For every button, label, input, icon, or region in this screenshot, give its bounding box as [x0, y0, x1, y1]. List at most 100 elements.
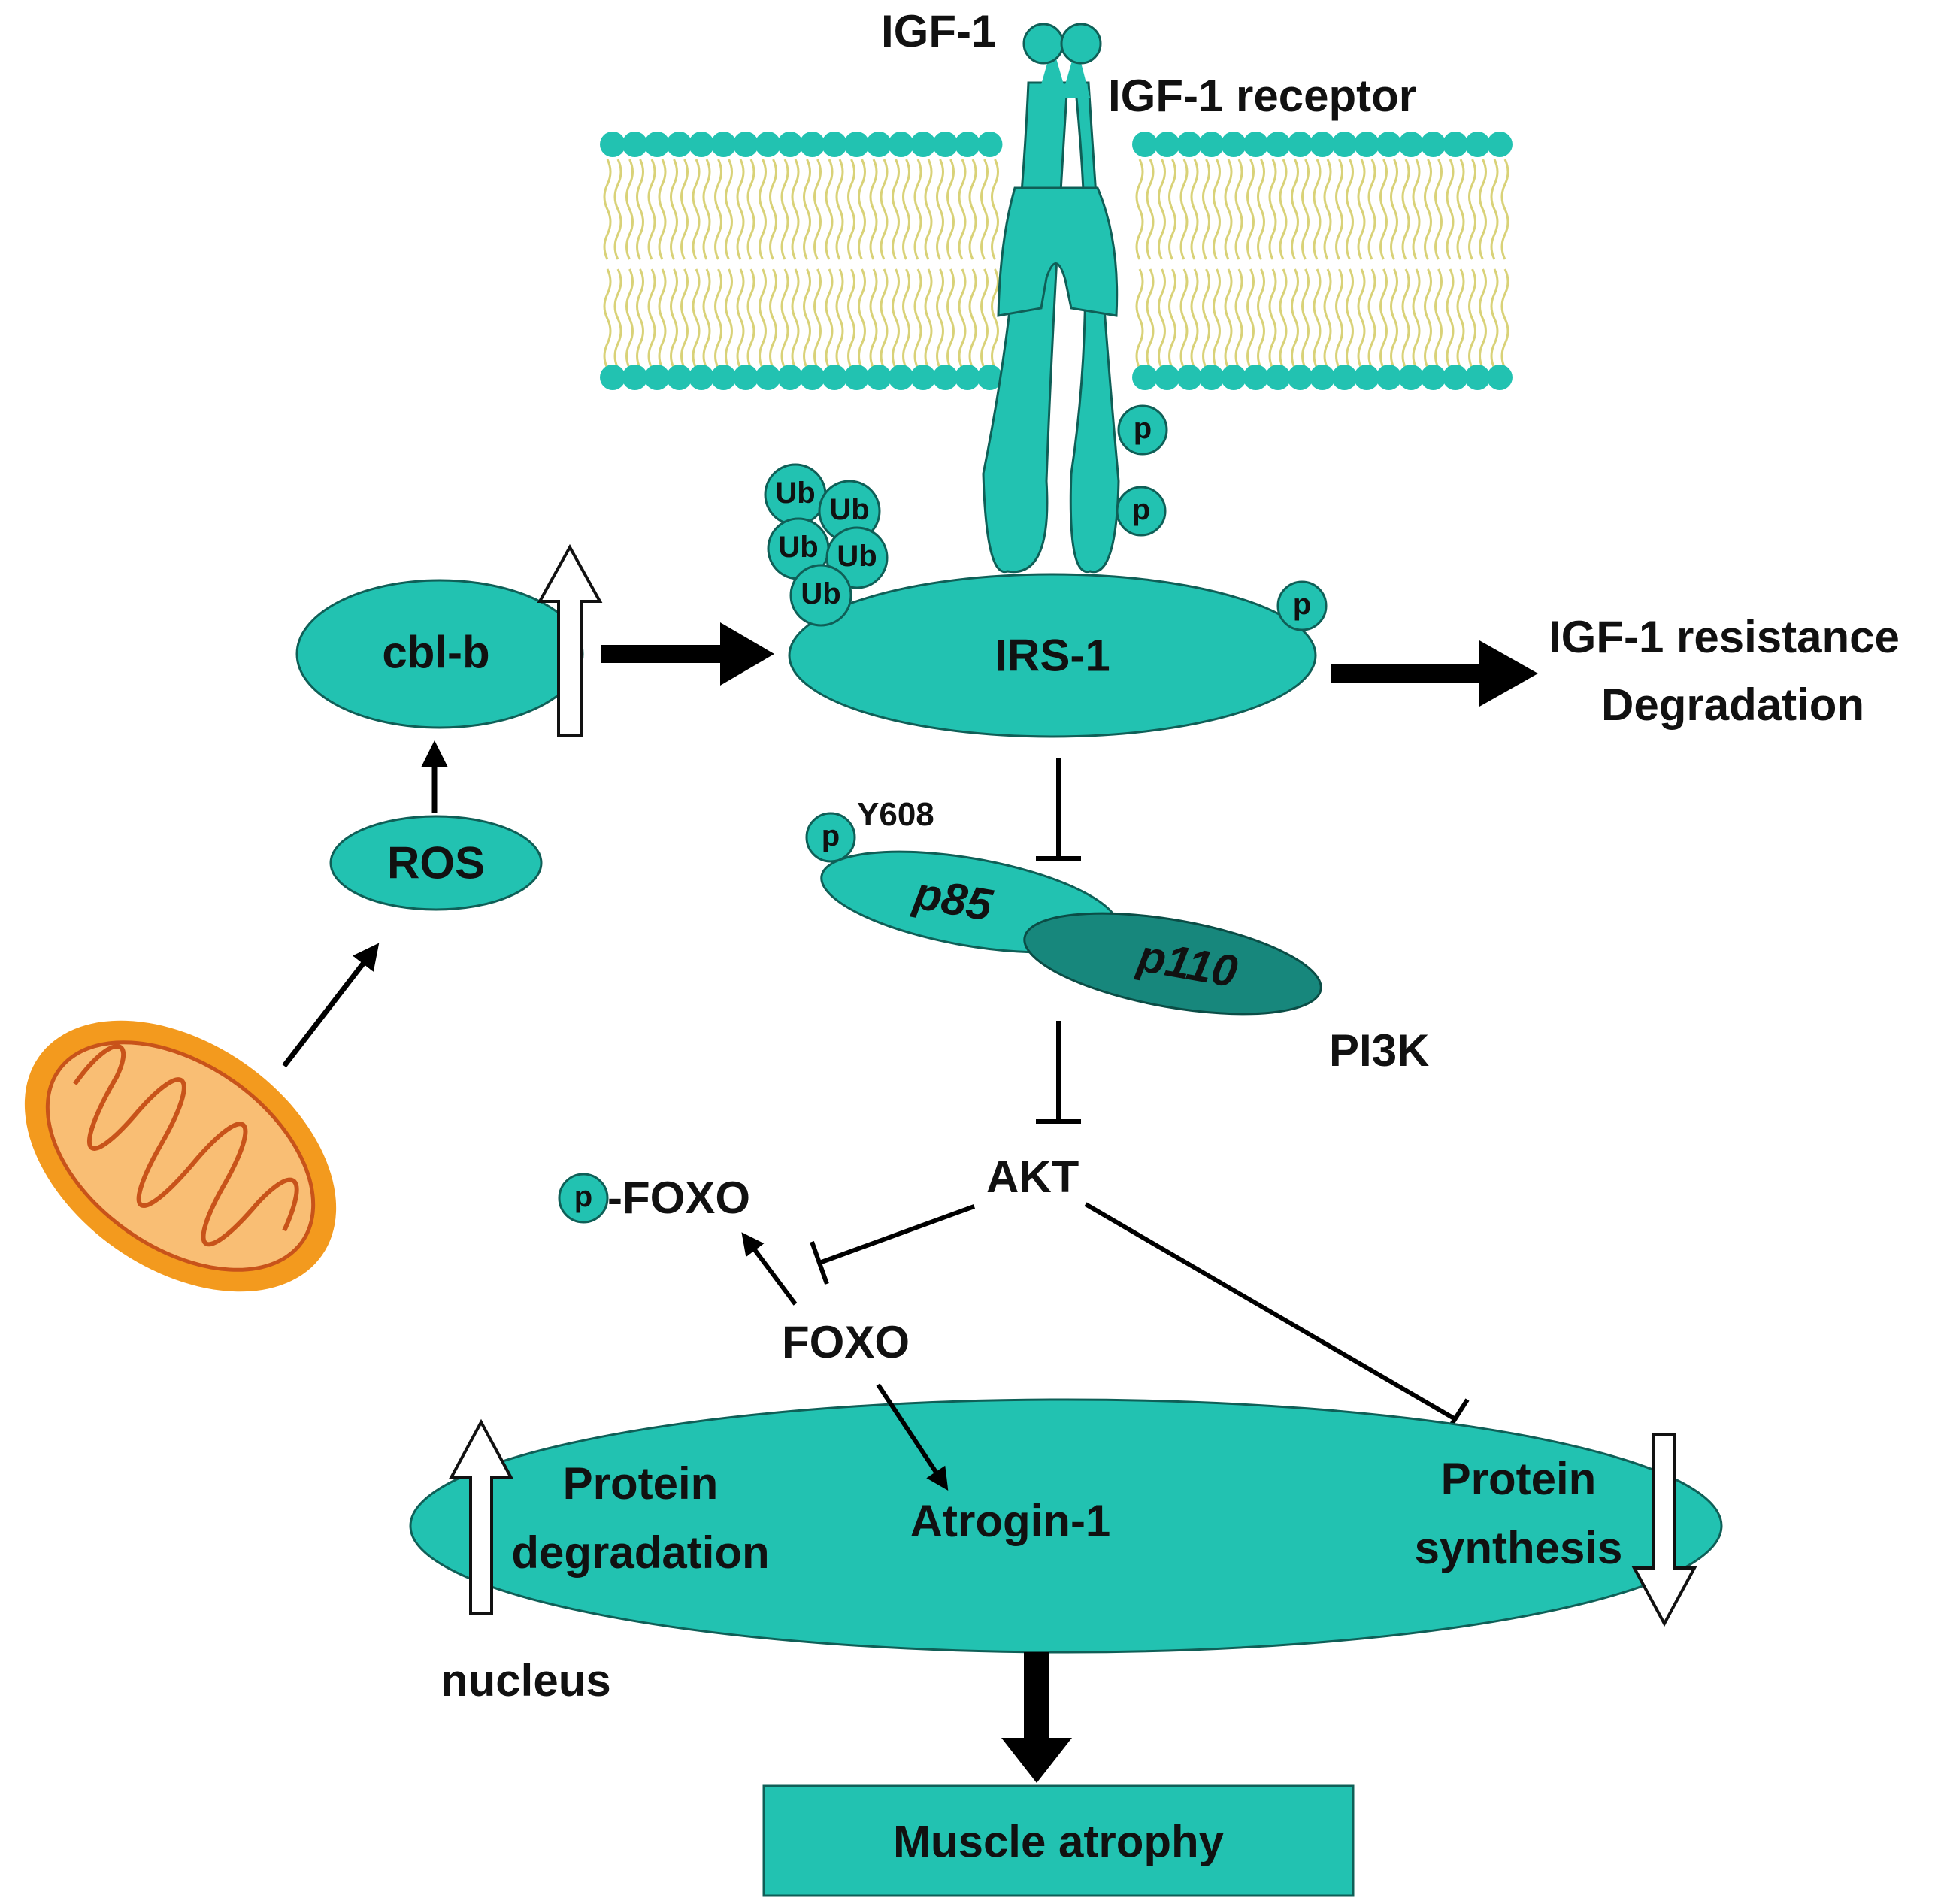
lipid-head — [822, 132, 847, 157]
lipid-tail — [858, 268, 866, 369]
lipid-tail — [1456, 159, 1465, 260]
lipid-heads-lower — [600, 365, 1513, 390]
lipid-tail — [1279, 159, 1288, 260]
lipid-tail — [1279, 268, 1288, 369]
lipid-tail — [1390, 268, 1398, 369]
igf1-resistance-label: IGF-1 resistance — [1549, 612, 1900, 662]
lipid-tail — [714, 268, 722, 369]
lipid-tail — [991, 159, 999, 260]
svg-text:p: p — [822, 819, 840, 852]
lipid-head — [644, 132, 670, 157]
lipid-tail — [1401, 159, 1410, 260]
lipid-tail — [803, 159, 811, 260]
ub-label: Ub — [775, 477, 815, 510]
lipid-head — [600, 132, 625, 157]
ros-label: ROS — [387, 838, 485, 888]
lipid-tail — [1490, 159, 1499, 260]
lipid-head — [1376, 132, 1402, 157]
lipid-tail — [1291, 159, 1299, 260]
lipid-tail — [1434, 268, 1443, 369]
lipid-tail — [1313, 268, 1322, 369]
lipid-head — [1132, 365, 1158, 390]
lipid-tail — [924, 159, 933, 260]
lipid-tail — [1367, 268, 1376, 369]
lipid-tail — [670, 268, 678, 369]
lipid-tail — [1357, 268, 1366, 369]
lipid-tail — [1146, 268, 1155, 369]
lipid-tail — [991, 268, 999, 369]
lipid-tail — [791, 159, 800, 260]
pi3k-complex: p85 p110 — [820, 850, 1322, 1016]
akt-label: AKT — [986, 1152, 1079, 1202]
lipid-tail — [1490, 268, 1499, 369]
svg-text:p: p — [574, 1180, 592, 1213]
foxo-label: FOXO — [782, 1317, 910, 1367]
ubiquitin-chain — [764, 463, 889, 627]
lipid-tail — [746, 159, 755, 260]
lipid-tail — [968, 268, 977, 369]
increase-degradation-arrow-icon — [448, 1418, 514, 1615]
lipid-head — [600, 365, 625, 390]
lipid-tail — [1479, 268, 1487, 369]
lipid-head — [866, 365, 892, 390]
lipid-tail — [1168, 159, 1176, 260]
lipid-tail — [1257, 159, 1265, 260]
lipid-tails-upper — [603, 159, 1509, 260]
lipid-tail — [1335, 159, 1343, 260]
lipid-tail — [825, 268, 834, 369]
lipid-head — [777, 365, 803, 390]
pfoxo-phospho: p — [558, 1173, 609, 1224]
lipid-head — [888, 365, 914, 390]
lipid-tail — [825, 159, 834, 260]
lipid-tail — [1158, 268, 1166, 369]
irs1-inhibits-pi3k — [1036, 758, 1081, 861]
igf1-ligand — [1022, 23, 1102, 65]
lipid-tail — [670, 159, 678, 260]
lipid-head — [932, 132, 958, 157]
lipid-tail — [892, 159, 900, 260]
nucleus-label: nucleus — [441, 1655, 611, 1706]
lipid-head — [888, 132, 914, 157]
lipid-head — [777, 132, 803, 157]
nucleus-to-atrophy-arrow — [1001, 1652, 1072, 1783]
lipid-tail — [1346, 268, 1354, 369]
ub-label: Ub — [837, 540, 877, 573]
protein-degradation-label-2: degradation — [511, 1527, 769, 1578]
lipid-tail — [913, 268, 922, 369]
lipid-head — [1287, 365, 1313, 390]
lipid-tail — [613, 268, 622, 369]
lipid-tail — [1301, 268, 1310, 369]
lipid-tail — [780, 268, 789, 369]
lipid-tail — [625, 268, 634, 369]
irs1-label: IRS-1 — [995, 631, 1110, 681]
lipid-head — [1265, 365, 1291, 390]
lipid-tail — [958, 159, 967, 260]
lipid-head — [1487, 365, 1513, 390]
lipid-tail — [1424, 268, 1432, 369]
lipid-tail — [1479, 159, 1487, 260]
lipid-head — [644, 365, 670, 390]
irs1-to-resistance-arrow — [1331, 640, 1538, 707]
lipid-tail — [1301, 159, 1310, 260]
igf1-receptor-label: IGF-1 receptor — [1108, 71, 1416, 121]
lipid-tail — [1412, 268, 1421, 369]
lipid-tail — [869, 159, 878, 260]
lipid-tail — [813, 159, 822, 260]
lipid-tail — [1168, 268, 1176, 369]
lipid-head — [910, 132, 936, 157]
igf1-receptor — [982, 45, 1120, 574]
ub-label: Ub — [829, 493, 869, 526]
lipid-tail — [1323, 268, 1332, 369]
svg-text:p: p — [1132, 493, 1150, 526]
lipid-tail — [968, 159, 977, 260]
lipid-tail — [980, 159, 989, 260]
lipid-tail — [1179, 159, 1189, 260]
lipid-tail — [736, 159, 745, 260]
lipid-tail — [813, 268, 822, 369]
lipid-tail — [1390, 159, 1398, 260]
lipid-head — [1398, 365, 1424, 390]
lipid-head — [755, 365, 781, 390]
pfoxo-label: -FOXO — [607, 1173, 750, 1223]
lipid-tail — [759, 159, 767, 260]
lipid-tail — [1213, 159, 1221, 260]
